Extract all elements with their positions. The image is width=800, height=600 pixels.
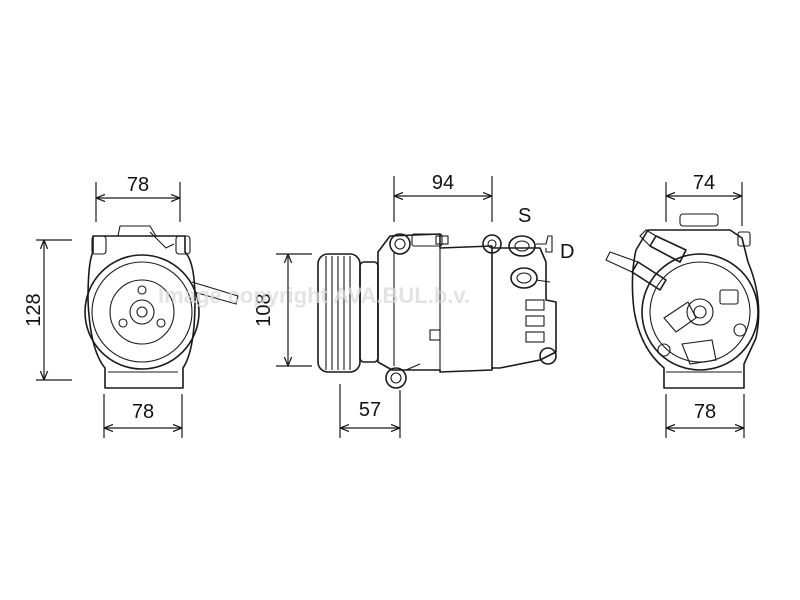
rear-view-bottom-width-dimension: 78 bbox=[665, 394, 745, 438]
side-bottom-width-label: 57 bbox=[359, 399, 381, 421]
side-view bbox=[317, 233, 557, 389]
front-view-top-width-dimension: 78 bbox=[95, 174, 181, 222]
copyright-watermark: Image copyright AVA.BUL.b.v. bbox=[158, 283, 470, 308]
rear-bottom-width-label: 78 bbox=[694, 401, 716, 423]
front-top-width-label: 78 bbox=[127, 174, 149, 196]
front-bottom-width-label: 78 bbox=[132, 401, 154, 423]
suction-port-label: S bbox=[518, 205, 531, 227]
rear-top-width-label: 74 bbox=[693, 172, 715, 194]
side-view-top-width-dimension: 94 bbox=[393, 172, 493, 222]
front-height-label: 128 bbox=[23, 293, 45, 326]
side-view-bottom-width-dimension: 57 bbox=[339, 384, 401, 438]
front-view-height-dimension: 128 bbox=[23, 239, 72, 381]
discharge-port-label: D bbox=[560, 241, 574, 263]
rear-view bbox=[605, 213, 760, 389]
side-view-height-dimension: 108 bbox=[253, 253, 312, 367]
side-top-width-label: 94 bbox=[432, 172, 454, 194]
rear-view-top-width-dimension: 74 bbox=[665, 172, 743, 226]
front-view-bottom-width-dimension: 78 bbox=[103, 394, 183, 438]
front-view bbox=[84, 225, 239, 389]
side-height-label: 108 bbox=[253, 293, 275, 326]
